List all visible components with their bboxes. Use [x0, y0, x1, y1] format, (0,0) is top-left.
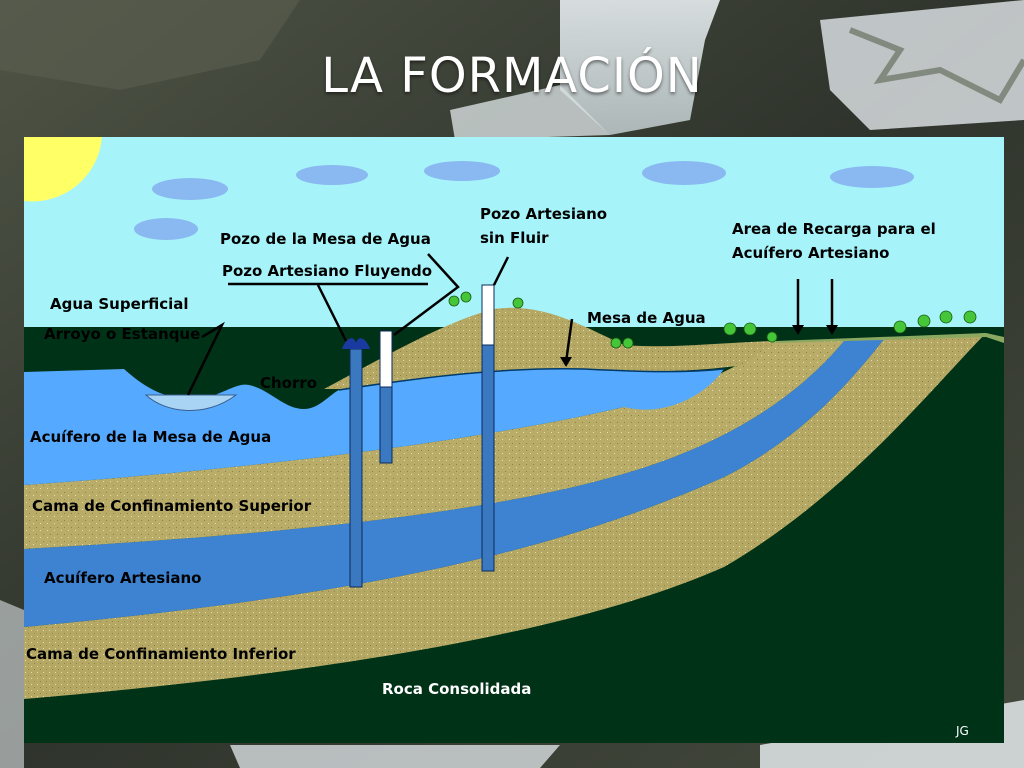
- flowing-water-icon: [342, 338, 370, 349]
- tree-icon: [963, 310, 977, 324]
- pozo-artesiano-fluyendo-well: [349, 348, 363, 588]
- aquifer-diagram: Agua Superficial Arroyo o Estanque Pozo …: [24, 137, 1004, 743]
- label-pozo-artesiano-sin-fluir-2: sin Fluir: [480, 229, 549, 247]
- label-firma: JG: [955, 724, 969, 738]
- tree-icon: [939, 310, 953, 324]
- tree-icon: [610, 337, 622, 349]
- label-mesa-de-agua: Mesa de Agua: [587, 309, 706, 327]
- label-pozo-mesa-agua: Pozo de la Mesa de Agua: [220, 230, 431, 248]
- tree-icon: [622, 337, 634, 349]
- cloud-icon: [642, 161, 726, 185]
- label-area-recarga-2: Acuífero Artesiano: [732, 244, 889, 262]
- label-chorro: Chorro: [260, 374, 317, 392]
- cloud-icon: [830, 166, 914, 188]
- cama-inferior-layer: [24, 333, 986, 699]
- recharge-surface: [776, 333, 1004, 343]
- slide-title: LA FORMACIÓN: [321, 48, 703, 104]
- label-agua-superficial: Agua Superficial: [50, 295, 189, 313]
- leader-lines: [186, 253, 834, 396]
- tree-icon: [460, 291, 472, 303]
- tree-icon: [893, 320, 907, 334]
- arrow-heads: [560, 325, 838, 367]
- tree-icon: [723, 322, 737, 336]
- label-acuifero-mesa-agua: Acuífero de la Mesa de Agua: [30, 428, 271, 446]
- label-pozo-artesiano-fluyendo: Pozo Artesiano Fluyendo: [222, 262, 432, 280]
- label-area-recarga-1: Area de Recarga para el: [732, 220, 936, 238]
- tree-icon: [766, 331, 778, 343]
- label-cama-inferior: Cama de Confinamiento Inferior: [26, 645, 296, 663]
- cloud-icon: [134, 218, 198, 240]
- sun-icon: [24, 137, 102, 202]
- tree-icon: [917, 314, 931, 328]
- cloud-icon: [424, 161, 500, 181]
- acuifero-artesiano-layer: [24, 339, 884, 627]
- hill-sediment: [324, 307, 776, 389]
- trees: [448, 291, 977, 349]
- tree-icon: [512, 297, 524, 309]
- label-pozo-artesiano-sin-fluir-1: Pozo Artesiano: [480, 205, 607, 223]
- acuifero-mesa-agua-layer: [24, 368, 724, 485]
- wells: [342, 284, 495, 588]
- label-roca-consolidada: Roca Consolidada: [382, 680, 531, 698]
- tree-icon: [743, 322, 757, 336]
- surface-water-pond: [144, 394, 238, 411]
- label-cama-superior: Cama de Confinamiento Superior: [32, 497, 312, 515]
- water-table-line: [338, 368, 725, 391]
- label-acuifero-artesiano: Acuífero Artesiano: [44, 569, 201, 587]
- tree-icon: [448, 295, 460, 307]
- cloud-icon: [296, 165, 368, 185]
- label-arroyo-estanque: Arroyo o Estanque: [44, 325, 200, 343]
- cloud-icon: [152, 178, 228, 200]
- clouds: [134, 161, 914, 240]
- cama-superior-layer: [24, 341, 844, 549]
